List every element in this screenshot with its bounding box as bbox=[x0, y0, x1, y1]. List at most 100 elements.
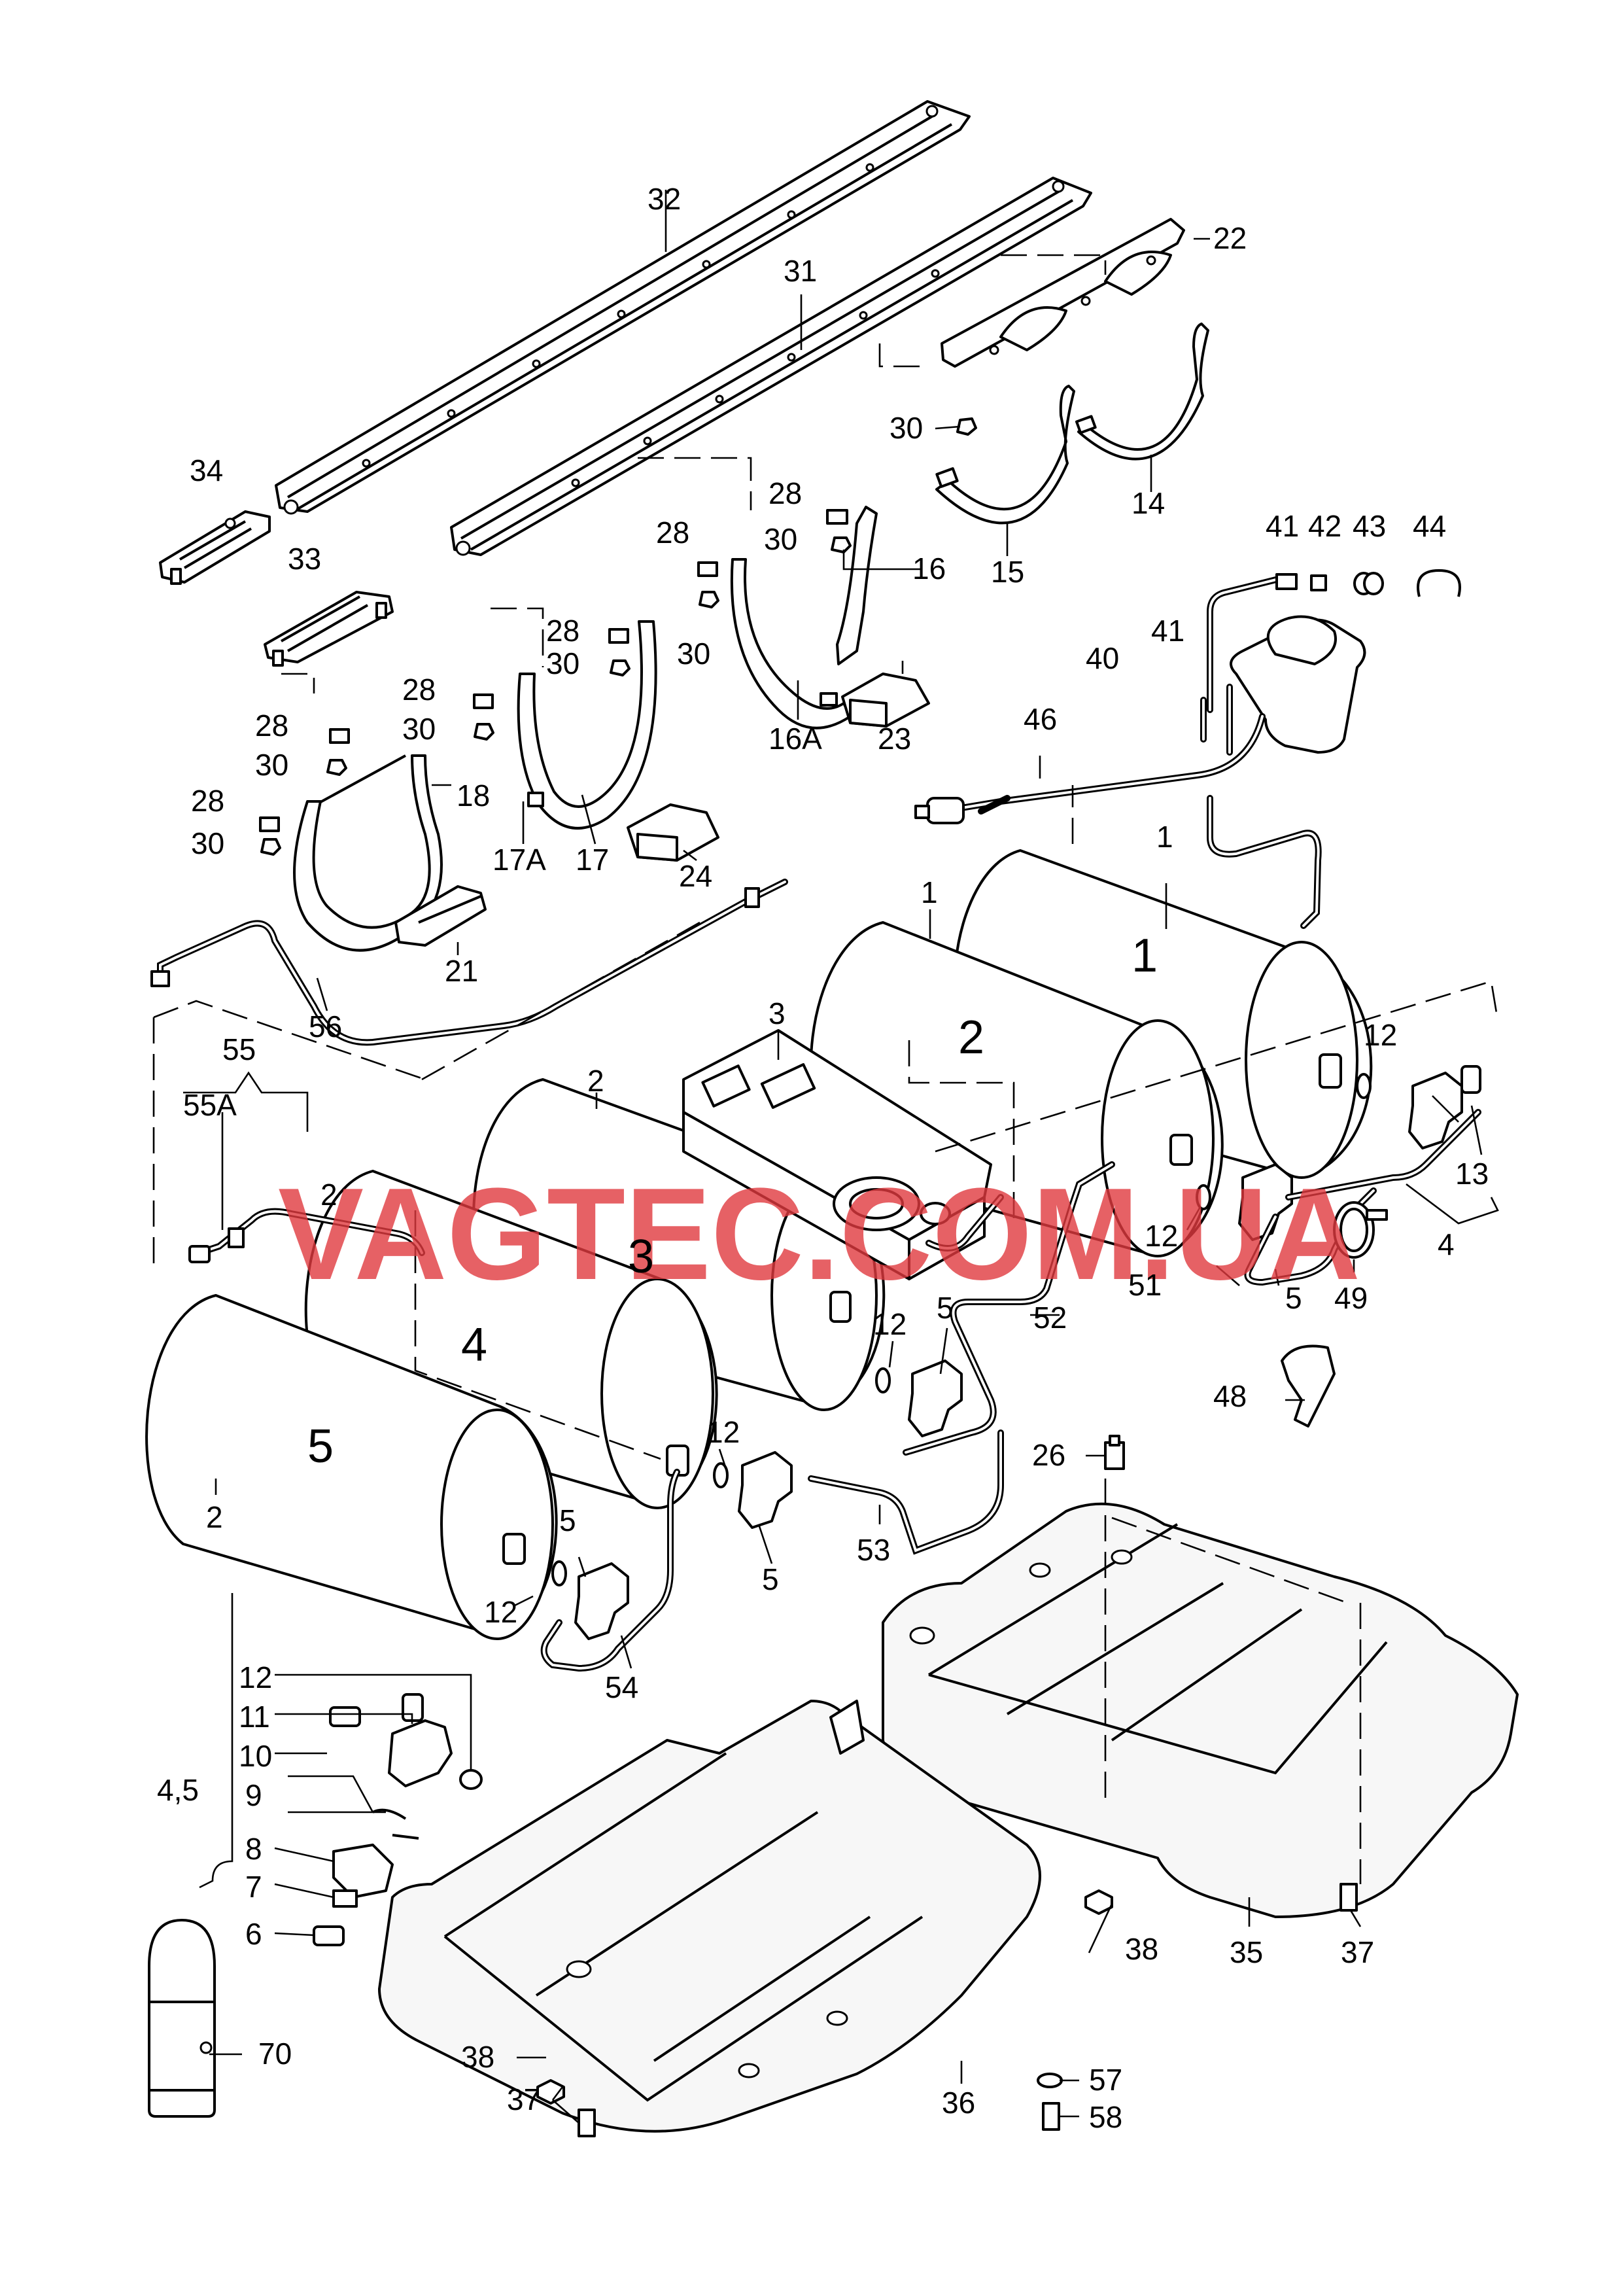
nut-7 bbox=[332, 1889, 358, 1908]
callout-28: 28 bbox=[402, 673, 436, 707]
callout-12: 12 bbox=[706, 1415, 740, 1449]
tank-number-3: 3 bbox=[628, 1231, 654, 1283]
callout-32: 32 bbox=[648, 182, 681, 216]
cartridge-70 bbox=[148, 1919, 216, 2118]
strap-15 bbox=[935, 385, 1075, 525]
callout-26: 26 bbox=[1032, 1438, 1065, 1472]
callout-30: 30 bbox=[191, 826, 224, 860]
callout-42: 42 bbox=[1308, 509, 1341, 543]
callout-30: 30 bbox=[402, 712, 436, 746]
callout-12: 12 bbox=[873, 1307, 907, 1341]
callout-17a: 17A bbox=[492, 843, 546, 877]
callout-9: 9 bbox=[245, 1778, 262, 1812]
callout-4: 4 bbox=[1438, 1227, 1455, 1261]
callout-36: 36 bbox=[942, 2086, 975, 2120]
guard-35 bbox=[882, 1502, 1519, 1918]
callout-37: 37 bbox=[1341, 1935, 1374, 1969]
callout-30: 30 bbox=[677, 637, 710, 671]
valve-5-tank5 bbox=[551, 1560, 629, 1640]
callout-41: 41 bbox=[1266, 509, 1299, 543]
pipe-56 bbox=[150, 879, 788, 1046]
callout-22: 22 bbox=[1213, 221, 1247, 255]
callout-49: 49 bbox=[1334, 1281, 1368, 1315]
callout-17: 17 bbox=[576, 843, 609, 877]
callout-28: 28 bbox=[191, 784, 224, 818]
callout-6: 6 bbox=[245, 1917, 262, 1951]
valve-5-tank1 bbox=[1356, 1065, 1481, 1149]
callout-34: 34 bbox=[190, 453, 223, 487]
callout-40: 40 bbox=[1086, 641, 1119, 675]
valve-nuts-41-44 bbox=[1207, 569, 1461, 713]
callout-12: 12 bbox=[239, 1660, 272, 1694]
rail-32 bbox=[275, 100, 971, 515]
callout-28: 28 bbox=[656, 516, 689, 550]
callout-52: 52 bbox=[1033, 1301, 1067, 1335]
callout-1: 1 bbox=[921, 875, 938, 909]
callout-28: 28 bbox=[769, 476, 802, 510]
strap-16a bbox=[730, 558, 852, 729]
watermark: VAGTEC.COM.UA bbox=[278, 1161, 1360, 1307]
valve-detail-12 bbox=[388, 1693, 483, 1790]
callout-28: 28 bbox=[546, 614, 579, 648]
valve-5-tank4 bbox=[713, 1451, 793, 1529]
callout-46: 46 bbox=[1024, 702, 1057, 736]
callout-5: 5 bbox=[1285, 1281, 1302, 1315]
callout-43: 43 bbox=[1353, 509, 1386, 543]
callout-23: 23 bbox=[878, 722, 911, 756]
callout-38: 38 bbox=[461, 2040, 494, 2074]
strap-17 bbox=[517, 620, 657, 830]
tank-number-4: 4 bbox=[461, 1319, 487, 1371]
callout-16: 16 bbox=[912, 552, 946, 586]
callout-30: 30 bbox=[890, 411, 923, 445]
callout-16a: 16A bbox=[769, 722, 822, 756]
solenoid-8 bbox=[332, 1844, 394, 1899]
callout-53: 53 bbox=[857, 1533, 890, 1567]
guard-36 bbox=[378, 1700, 1041, 2133]
spacer-21 bbox=[394, 885, 487, 947]
callout-55a: 55A bbox=[183, 1088, 237, 1122]
clip-48 bbox=[1281, 1344, 1336, 1428]
tank-number-5: 5 bbox=[307, 1420, 334, 1473]
callout-24: 24 bbox=[679, 859, 712, 893]
callout-41: 41 bbox=[1151, 614, 1184, 648]
callout-5: 5 bbox=[559, 1503, 576, 1537]
callout-35: 35 bbox=[1230, 1935, 1263, 1969]
callout-8: 8 bbox=[245, 1832, 262, 1866]
callout-30: 30 bbox=[764, 522, 797, 556]
callout-2: 2 bbox=[206, 1500, 223, 1534]
callout-7: 7 bbox=[245, 1870, 262, 1904]
plate-34 bbox=[159, 510, 271, 585]
callout-30: 30 bbox=[546, 646, 579, 680]
tank-number-2: 2 bbox=[958, 1011, 984, 1064]
callout-56: 56 bbox=[309, 1009, 342, 1043]
pin-9-10 bbox=[372, 1808, 419, 1840]
callout-labels: 32 31 22 30 14 15 34 33 28 30 16 28 30 1… bbox=[157, 182, 1489, 2134]
filler-pipe-46 bbox=[914, 713, 1322, 929]
spacer-24 bbox=[627, 803, 719, 862]
cap-6 bbox=[313, 1925, 345, 1946]
filler-valve-40 bbox=[1200, 615, 1366, 756]
callout-5: 5 bbox=[762, 1562, 779, 1596]
callout-58: 58 bbox=[1089, 2100, 1122, 2134]
callout-14: 14 bbox=[1132, 486, 1165, 520]
callout-5: 5 bbox=[937, 1291, 954, 1325]
control-unit-3 bbox=[682, 1029, 1004, 1280]
pipe-55 bbox=[188, 1208, 425, 1263]
pipe-54 bbox=[540, 1469, 680, 1672]
callout-15: 15 bbox=[991, 555, 1024, 589]
plate-33 bbox=[264, 591, 394, 667]
rail-31 bbox=[450, 177, 1092, 556]
alignment-lines bbox=[152, 254, 1499, 1884]
leader-lines bbox=[183, 190, 1499, 2124]
valve-5-tank3 bbox=[875, 1359, 963, 1437]
clamp-49 bbox=[1333, 1201, 1388, 1259]
strap-18 bbox=[293, 754, 443, 952]
callout-11: 11 bbox=[239, 1700, 270, 1734]
strap-16 bbox=[836, 506, 878, 665]
callout-18: 18 bbox=[457, 779, 490, 813]
callout-31: 31 bbox=[784, 254, 817, 288]
clips-28-30 bbox=[259, 509, 852, 856]
callout-44: 44 bbox=[1413, 509, 1446, 543]
bolt-26 bbox=[1104, 1435, 1125, 1470]
